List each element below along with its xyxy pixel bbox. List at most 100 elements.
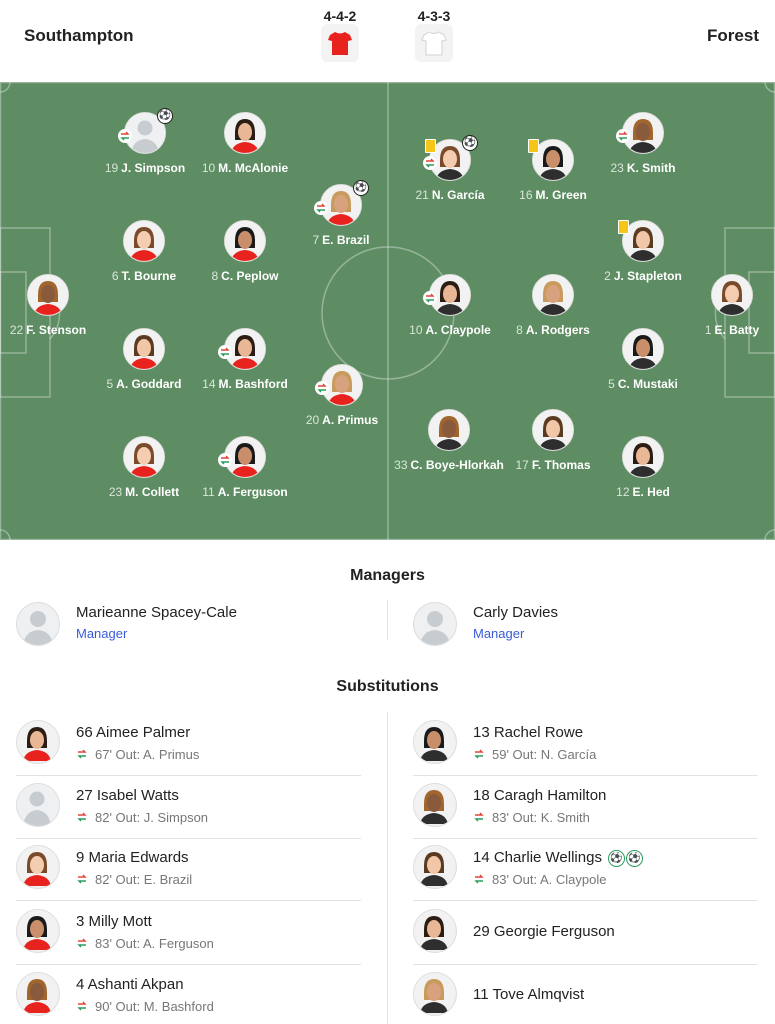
substitute-name: 27 Isabel Watts xyxy=(76,787,179,804)
substitution-icon xyxy=(76,748,91,762)
goal-ball-icon: ⚽ xyxy=(625,849,643,867)
substitute-avatar xyxy=(16,972,60,1016)
player-number: 22 xyxy=(9,323,24,337)
home-manager-avatar xyxy=(16,602,60,646)
player-avatar xyxy=(123,220,165,262)
substitute-name: 29 Georgie Ferguson xyxy=(473,923,615,940)
managers-title: Managers xyxy=(350,567,425,584)
player-number: 5 xyxy=(608,377,615,391)
player-number: 10 xyxy=(409,323,423,337)
substitution-text: 67' Out: A. Primus xyxy=(95,747,200,762)
player-name-text: N. García xyxy=(431,188,485,202)
substitute-name: 18 Caragh Hamilton xyxy=(473,787,607,804)
away-team-name[interactable]: Forest xyxy=(707,26,759,45)
substitute-avatar xyxy=(413,720,457,764)
player-name-text: A. Goddard xyxy=(116,377,182,391)
home-team-name[interactable]: Southampton xyxy=(24,26,134,45)
substitution-icon xyxy=(315,381,329,395)
substitute-name: 4 Ashanti Akpan xyxy=(76,976,184,993)
player-name-text: F. Thomas xyxy=(531,458,591,472)
player-number: 23 xyxy=(610,161,624,175)
substitution-icon xyxy=(76,873,91,887)
player-name-text: A. Ferguson xyxy=(217,485,288,499)
substitution-icon xyxy=(423,156,437,170)
player-avatar xyxy=(532,274,574,316)
row-divider xyxy=(16,775,361,776)
substitution-detail: 59' Out: N. García xyxy=(473,747,596,762)
substitute-avatar xyxy=(413,909,457,953)
player-avatar xyxy=(224,112,266,154)
player-number: 2 xyxy=(604,269,611,283)
player-name-text: C. Boye-Hlorkah xyxy=(410,458,504,472)
player-name-text: M. McAlonie xyxy=(218,161,289,175)
away-manager-name[interactable]: Carly Davies xyxy=(473,604,559,621)
player-avatar xyxy=(622,328,664,370)
goals-icon: ⚽⚽ xyxy=(607,849,644,867)
row-divider xyxy=(413,775,758,776)
player-avatar xyxy=(224,220,266,262)
yellow-card-icon xyxy=(425,139,436,153)
player-avatar xyxy=(224,328,266,370)
player-number: 23 xyxy=(108,485,123,499)
substitution-icon xyxy=(473,811,488,825)
player-avatar xyxy=(532,139,574,181)
substitution-icon xyxy=(473,873,488,887)
substitution-text: 83' Out: A. Claypole xyxy=(492,872,607,887)
substitute-avatar xyxy=(16,720,60,764)
substitution-icon xyxy=(76,811,91,825)
substitution-icon xyxy=(218,345,232,359)
goal-ball-icon: ⚽ xyxy=(462,135,478,151)
player-number: 20 xyxy=(305,413,320,427)
home-manager-name[interactable]: Marieanne Spacey-Cale xyxy=(76,604,237,621)
home-manager-role[interactable]: Manager xyxy=(76,626,128,641)
player-number: 7 xyxy=(312,233,320,247)
yellow-card-icon xyxy=(618,220,629,234)
row-divider xyxy=(413,838,758,839)
substitution-icon xyxy=(76,937,91,951)
away-kit-icon xyxy=(415,24,453,62)
home-kit-icon xyxy=(321,24,359,62)
substitution-detail: 82' Out: E. Brazil xyxy=(76,872,192,887)
substitution-detail: 83' Out: A. Ferguson xyxy=(76,936,214,951)
player-number: 11 xyxy=(202,485,215,499)
away-manager-role[interactable]: Manager xyxy=(473,626,525,641)
substitute-avatar xyxy=(413,972,457,1016)
player-avatar xyxy=(428,409,470,451)
